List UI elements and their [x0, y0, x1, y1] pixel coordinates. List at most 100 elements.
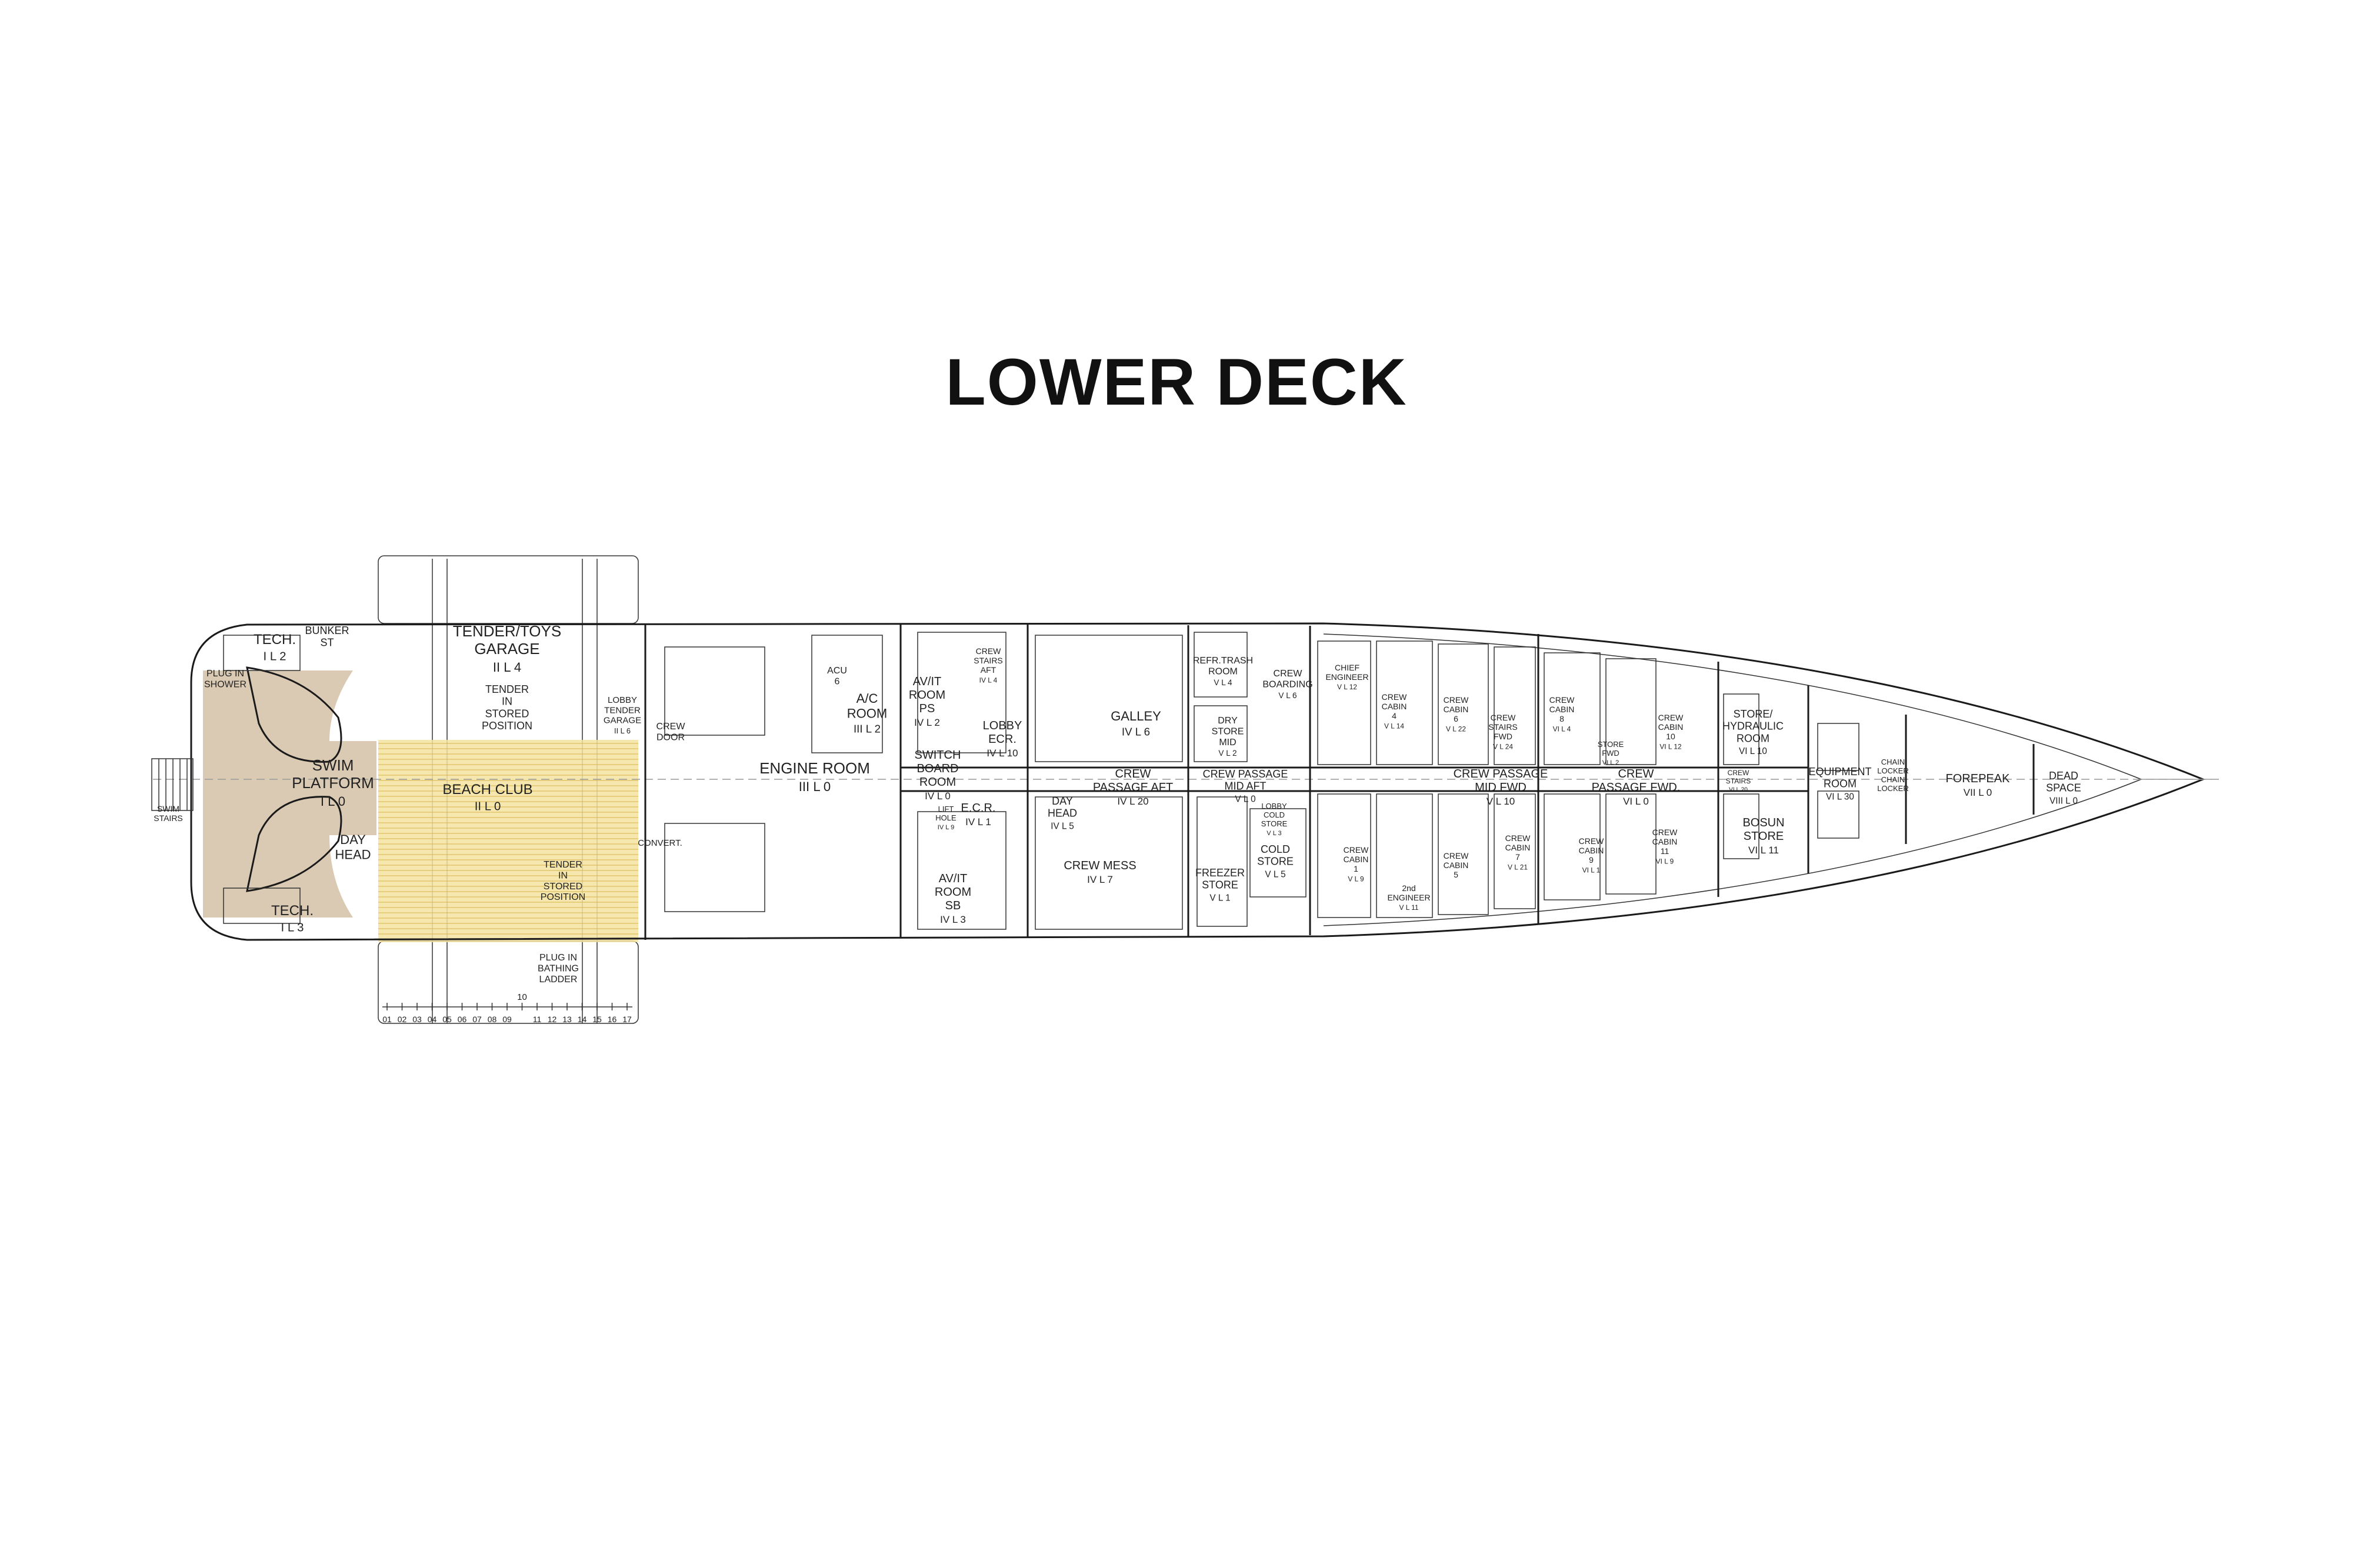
room-name-line: TECH. — [271, 903, 314, 919]
room-name-line: FREEZER — [1195, 867, 1245, 879]
room-name-line: CHAIN — [1881, 758, 1905, 766]
room-code: III L 2 — [854, 723, 881, 735]
room-name-line: CREW — [1728, 769, 1749, 777]
room-outline — [1494, 793, 1536, 909]
room-outline — [1605, 658, 1657, 765]
room-outline — [1544, 652, 1601, 765]
room-name-line: LOCKER — [1877, 784, 1908, 793]
room-name-line: HOLE — [935, 813, 956, 822]
room-name-line: PASSAGE AFT — [1093, 781, 1173, 794]
frame-number: 06 — [458, 1015, 467, 1024]
room-name-line: 1 — [1354, 864, 1358, 873]
room-name-line: SWIM — [157, 804, 179, 813]
room-name-line: SB — [945, 899, 961, 912]
room-code: VI L 0 — [1623, 796, 1649, 807]
room-name-line: TENDER — [485, 683, 529, 695]
room-code: V L 2 — [1218, 749, 1237, 758]
room-outline — [1035, 796, 1183, 930]
room-name-line: LOCKER — [1877, 766, 1908, 775]
room-code: V L 10 — [1487, 796, 1515, 807]
room-outline — [1035, 635, 1183, 762]
room-name-line: ROOM — [1737, 732, 1769, 744]
room-outline — [1376, 640, 1433, 765]
room-code: IV L 9 — [938, 824, 954, 831]
room-name-line: EQUIPMENT — [1808, 766, 1871, 778]
room-name-line: ROOM — [847, 706, 887, 720]
garage-hatch-top — [378, 555, 639, 624]
frame-number: 07 — [472, 1015, 482, 1024]
room-code: V L 22 — [1446, 725, 1466, 733]
room-name-line: 8 — [1559, 714, 1564, 723]
room-name-line: TENDER — [544, 860, 582, 870]
room-code: V L 21 — [1508, 863, 1528, 871]
room-code: V L 14 — [1384, 722, 1404, 730]
room-label: TECH.I L 2 — [254, 632, 296, 663]
room-outline — [1494, 646, 1536, 765]
room-code: V L 1 — [1209, 893, 1230, 903]
room-code: V L 24 — [1493, 742, 1513, 750]
room-name-line: AFT — [981, 665, 996, 675]
frame-number: 08 — [488, 1015, 497, 1024]
room-name-line: 11 — [1661, 846, 1669, 856]
room-code: I L 3 — [281, 922, 304, 935]
room-code: IV L 20 — [1117, 796, 1148, 807]
room-name-line: DAY — [340, 832, 366, 847]
frame-number: 13 — [562, 1015, 572, 1024]
room-name-line: LIFT — [938, 805, 954, 813]
frame-number: 16 — [608, 1015, 617, 1024]
swim-stairs — [151, 758, 194, 811]
room-name-line: CREW — [1505, 833, 1531, 843]
room-name-line: CREW — [1444, 695, 1469, 705]
room-outline — [917, 632, 1006, 753]
room-code: V L 5 — [1265, 869, 1285, 879]
room-outline — [1723, 793, 1759, 859]
room-code: VI L 20 — [1729, 787, 1748, 793]
room-outline — [1544, 793, 1601, 900]
room-name-line: FWD — [1602, 749, 1619, 758]
room-outline — [1438, 793, 1489, 915]
room-name-line: TENDER — [604, 705, 641, 715]
room-name-line: SWITCH — [915, 749, 961, 762]
frame-number: 15 — [592, 1015, 602, 1024]
room-code: IV L 6 — [1122, 725, 1150, 738]
room-name-line: STAIRS — [154, 813, 183, 823]
room-name-line: GALLEY — [1111, 709, 1161, 723]
room-name-line: FOREPEAK — [1946, 772, 2011, 785]
room-name-line: ROOM — [919, 776, 956, 789]
room-code: II L 6 — [614, 726, 631, 735]
room-label: TECH. I L 3 — [271, 903, 314, 935]
room-name-line: STORE/ — [1734, 708, 1773, 720]
room-name-line: CREW — [1652, 828, 1678, 837]
room-code: VI L 10 — [1739, 746, 1767, 756]
room-name-line: LOBBY — [1261, 802, 1287, 810]
frame-number: 14 — [578, 1015, 587, 1024]
room-name-line: AV/IT — [939, 872, 968, 885]
room-code: IV L 3 — [940, 914, 966, 925]
room-code: V L 11 — [1399, 903, 1418, 912]
room-name-line: DEAD — [2049, 770, 2078, 782]
room-outline — [811, 635, 883, 753]
room-name-line: CABIN — [1444, 705, 1469, 714]
room-name-line: STAIRS — [974, 656, 1003, 665]
room-name-line: CHIEF — [1335, 663, 1359, 672]
room-name-line: PASSAGE FWD. — [1592, 781, 1681, 794]
room-outline — [1723, 693, 1759, 765]
room-name-line: ACU — [827, 666, 847, 676]
